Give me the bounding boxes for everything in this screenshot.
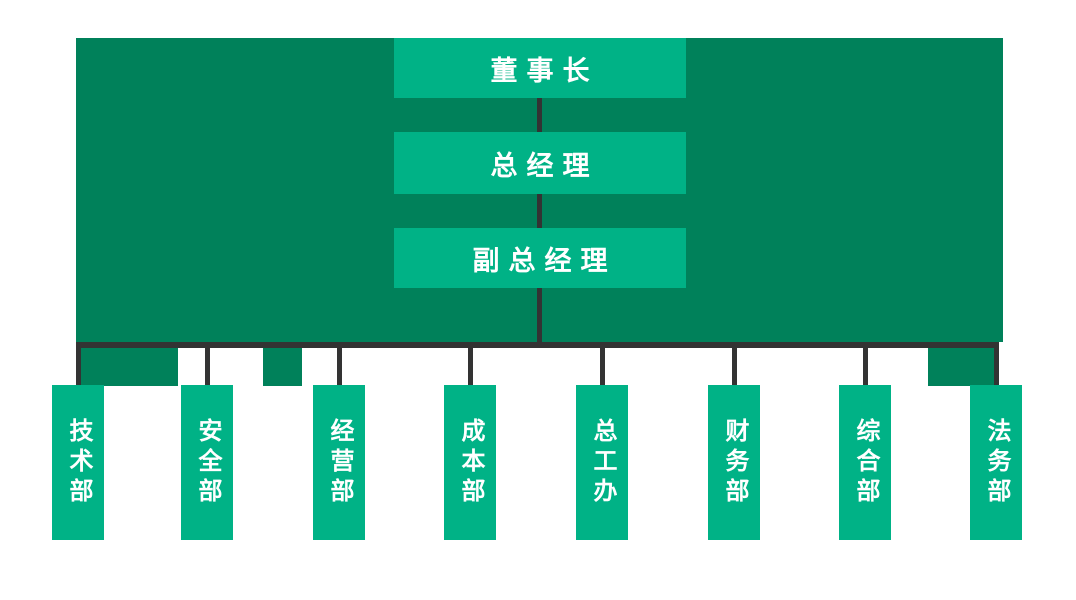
node-dept-safety: 安全部: [181, 385, 233, 540]
node-dept-technology: 技术部: [52, 385, 104, 540]
connector-drop-dept-8: [994, 348, 999, 385]
node-deputy-general-manager-label: 副总经理: [472, 245, 617, 276]
connector-drop-dept-1: [76, 348, 81, 385]
node-dept-finance: 财务部: [708, 385, 760, 540]
connector-chairman-gm: [537, 98, 542, 132]
decor-block-left: [81, 348, 178, 386]
node-dept-operations-label: 经营部: [326, 417, 353, 508]
connector-drop-dept-2: [205, 348, 210, 385]
decor-block-middle: [263, 348, 302, 386]
connector-drop-dept-5: [600, 348, 605, 385]
node-dept-safety-label: 安全部: [194, 417, 221, 508]
node-general-manager: 总经理: [394, 132, 686, 194]
decor-block-right: [928, 348, 997, 386]
node-dept-finance-label: 财务部: [721, 417, 748, 508]
connector-drop-dept-3: [337, 348, 342, 385]
node-deputy-general-manager: 副总经理: [394, 228, 686, 288]
node-dept-chief-engineer-office: 总工办: [576, 385, 628, 540]
connector-drop-dept-6: [732, 348, 737, 385]
node-chairman: 董事长: [394, 38, 686, 98]
node-dept-general-affairs-label: 综合部: [852, 417, 879, 508]
connector-gm-deputy: [537, 194, 542, 228]
node-dept-general-affairs: 综合部: [839, 385, 891, 540]
connector-drop-dept-7: [863, 348, 868, 385]
node-dept-legal: 法务部: [970, 385, 1022, 540]
connector-bus-line: [76, 342, 999, 348]
node-general-manager-label: 总经理: [490, 150, 599, 181]
connector-drop-dept-4: [468, 348, 473, 385]
node-dept-legal-label: 法务部: [983, 417, 1010, 508]
node-dept-operations: 经营部: [313, 385, 365, 540]
node-dept-cost-label: 成本部: [457, 417, 484, 508]
node-dept-chief-engineer-office-label: 总工办: [589, 417, 616, 508]
node-chairman-label: 董事长: [490, 55, 599, 86]
connector-deputy-bus: [537, 288, 542, 342]
node-dept-technology-label: 技术部: [65, 417, 92, 508]
node-dept-cost: 成本部: [444, 385, 496, 540]
